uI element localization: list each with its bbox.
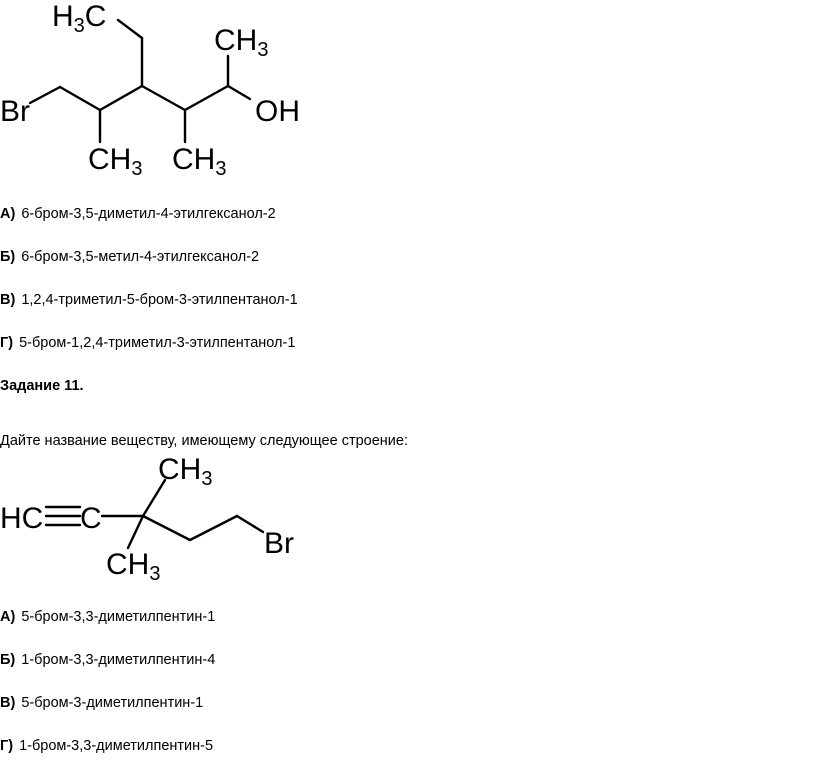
option-a-text: 6-бром-3,5-диметил-4-этилгексанол-2: [21, 206, 276, 222]
q11-option-d-text: 1-бром-3,3-диметилпентин-5: [19, 738, 214, 754]
structural-formula-alcohol: H3C CH3 Br OH CH3 CH3: [0, 0, 300, 180]
bond: [140, 84, 187, 112]
option-d-text: 5-бром-1,2,4-триметил-3-этилпентанол-1: [19, 335, 296, 351]
option-c-label: В): [0, 292, 16, 308]
q11-option-c[interactable]: В) 5-бром-3-диметилпентин-1: [0, 694, 203, 712]
atom-label-br: Br: [264, 527, 294, 560]
bond: [235, 514, 265, 534]
option-c-text: 1,2,4-триметил-5-бром-3-этилпентанол-1: [21, 292, 298, 308]
option-b-label: Б): [0, 249, 16, 265]
atom-label-ch3-bottom: CH3: [106, 548, 160, 582]
bond: [188, 514, 239, 542]
q11-option-b-label: Б): [0, 652, 16, 668]
atom-label-h3c: H3C: [52, 0, 106, 37]
q11-option-a-label: А): [0, 609, 16, 625]
option-c[interactable]: В) 1,2,4-триметил-5-бром-3-этилпентанол-1: [0, 291, 298, 309]
structure-1: H3C CH3 Br OH CH3 CH3: [0, 0, 330, 185]
bond: [141, 514, 192, 542]
bond: [226, 84, 252, 101]
option-a-label: А): [0, 206, 16, 222]
question-prompt: Дайте название веществу, имеющему следую…: [0, 433, 408, 449]
atom-label-ch3-right: CH3: [172, 143, 226, 180]
q11-option-c-label: В): [0, 695, 16, 711]
option-d[interactable]: Г) 5-бром-1,2,4-триметил-3-этилпентанол-1: [0, 334, 295, 352]
atom-label-oh: OH: [255, 95, 300, 128]
bond: [98, 84, 144, 112]
bond: [58, 85, 102, 112]
bond: [141, 478, 167, 518]
structure-2: HC C CH3 CH3 Br: [0, 452, 310, 582]
atom-label-hc: HC: [0, 502, 43, 535]
q11-option-c-text: 5-бром-3-диметилпентин-1: [21, 695, 204, 711]
structural-formula-alkyne: HC C CH3 CH3 Br: [0, 453, 294, 582]
question-title: Задание 11.: [0, 378, 84, 394]
option-a[interactable]: А) 6-бром-3,5-диметил-4-этилгексанол-2: [0, 205, 276, 223]
bond: [183, 84, 230, 112]
atom-label-ch3-left: CH3: [88, 143, 142, 180]
bond: [126, 514, 145, 550]
option-d-label: Г): [0, 335, 14, 351]
option-b-text: 6-бром-3,5-метил-4-этилгексанол-2: [21, 249, 260, 265]
q11-option-d[interactable]: Г) 1-бром-3,3-диметилпентин-5: [0, 737, 213, 755]
q11-option-b[interactable]: Б) 1-бром-3,3-диметилпентин-4: [0, 651, 215, 669]
atom-label-ch3-top: CH3: [214, 24, 268, 61]
atom-label-c: C: [80, 502, 102, 535]
q11-option-d-label: Г): [0, 738, 14, 754]
q11-option-a[interactable]: А) 5-бром-3,3-диметилпентин-1: [0, 608, 215, 626]
q11-option-a-text: 5-бром-3,3-диметилпентин-1: [21, 609, 216, 625]
option-b[interactable]: Б) 6-бром-3,5-метил-4-этилгексанол-2: [0, 248, 259, 266]
atom-label-ch3-top: CH3: [158, 453, 212, 490]
atom-label-br: Br: [0, 95, 30, 128]
bond: [116, 18, 144, 40]
bond: [28, 85, 62, 105]
q11-option-b-text: 1-бром-3,3-диметилпентин-4: [21, 652, 216, 668]
